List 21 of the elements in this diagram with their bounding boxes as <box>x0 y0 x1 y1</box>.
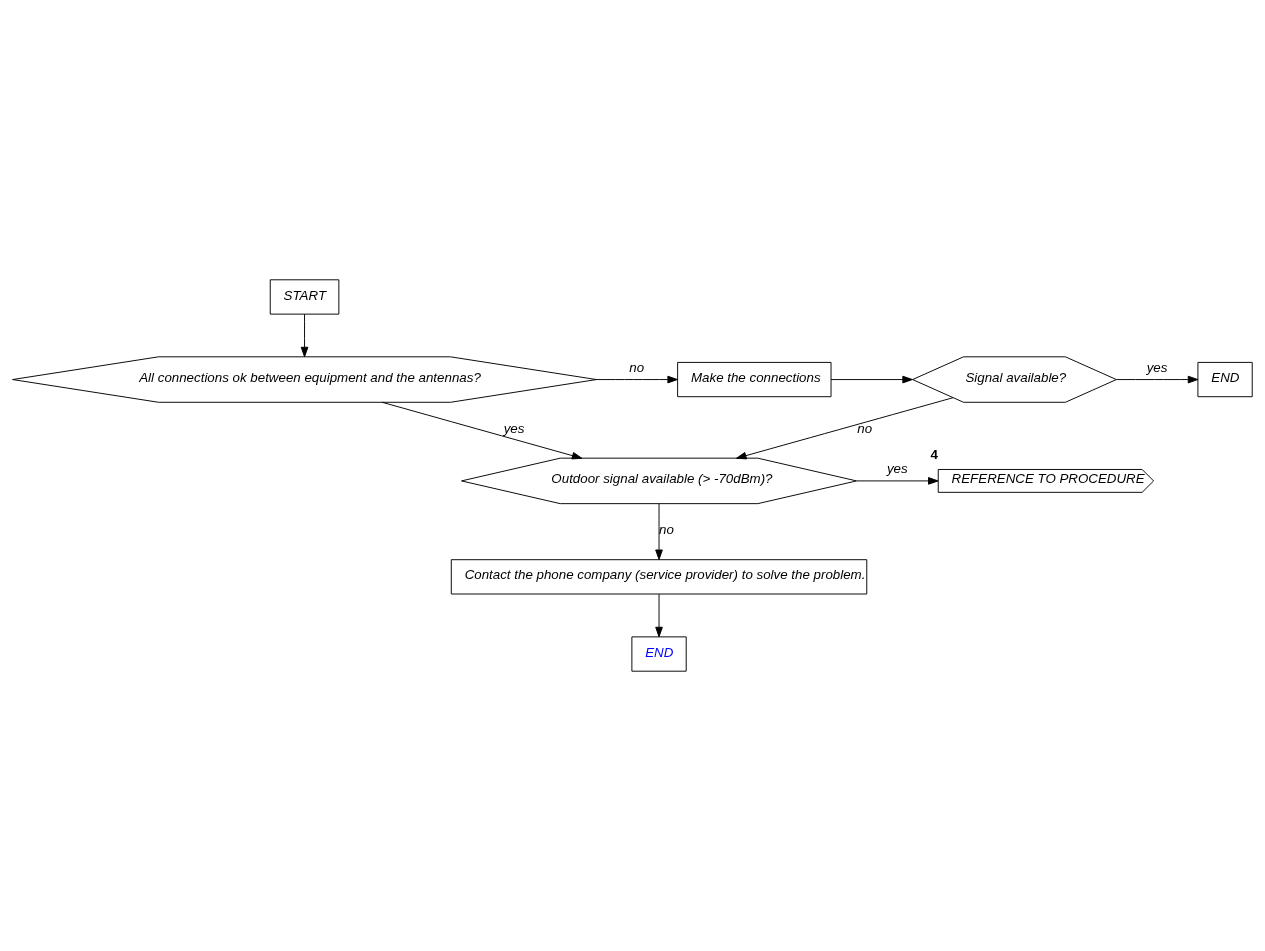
edge-label: yes <box>503 420 525 436</box>
edge-label: no <box>857 420 873 436</box>
arrow <box>595 375 678 384</box>
arrow <box>655 503 663 560</box>
arrow <box>736 397 954 460</box>
arrow <box>381 401 583 460</box>
node-box: END <box>1197 361 1253 398</box>
arrow <box>300 313 309 358</box>
edge-label: yes <box>1146 360 1168 376</box>
node-label: 4 <box>930 447 939 463</box>
node-box: Make the connections <box>677 361 832 398</box>
node-box: END <box>631 636 687 672</box>
arrow <box>655 593 663 638</box>
edge-label: no <box>659 522 674 538</box>
node-box: Contact the phone company (service provider) to solve the problem. <box>450 559 868 595</box>
arrow <box>856 477 939 485</box>
arrow <box>1115 375 1199 384</box>
node-box: START <box>269 279 340 315</box>
edge-label: yes <box>886 461 908 477</box>
arrow <box>830 375 913 384</box>
edge-label: no <box>629 360 645 376</box>
